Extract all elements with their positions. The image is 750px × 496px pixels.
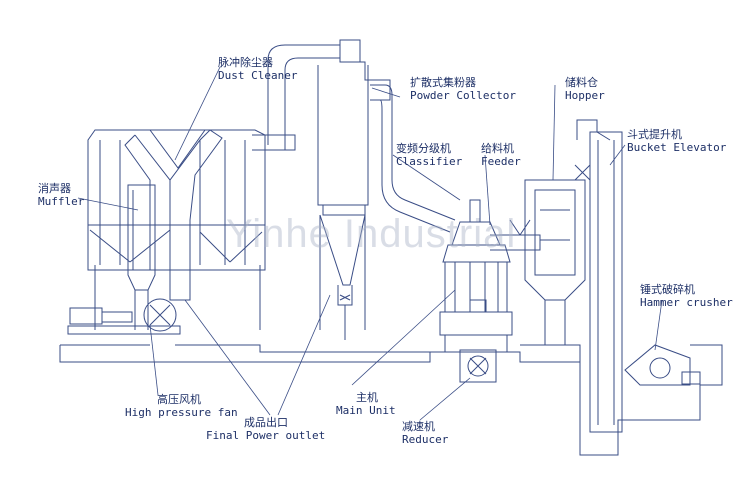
label-en: Reducer — [402, 433, 449, 446]
label-en: Powder Collector — [410, 89, 516, 102]
hammer-crusher — [624, 344, 701, 386]
label-bucket-elevator: 斗式提升机 Bucket Elevator — [627, 128, 726, 154]
muffler — [127, 184, 156, 330]
label-zh: 扩散式集粉器 — [410, 76, 476, 89]
label-high-pressure-fan: 高压风机 High pressure fan — [125, 393, 238, 419]
leader-lines — [77, 66, 663, 421]
label-en: Muffler — [38, 195, 85, 208]
label-zh: 减速机 — [402, 420, 435, 433]
label-hammer-crusher: 锤式破碎机 Hammer crusher — [640, 283, 733, 309]
label-en: Bucket Elevator — [627, 141, 727, 154]
label-main-unit: 主机 Main Unit — [336, 391, 396, 417]
label-en: Feeder — [481, 155, 521, 168]
label-zh: 斗式提升机 — [627, 128, 682, 141]
label-feeder: 给料机 Feeder — [481, 142, 521, 168]
label-en: Main Unit — [336, 404, 396, 417]
label-zh: 锤式破碎机 — [640, 283, 695, 296]
label-powder-collector: 扩散式集粉器 Powder Collector — [410, 76, 516, 102]
y-duct — [124, 129, 223, 301]
label-final-power-outlet: 成品出口 Final Power outlet — [206, 416, 325, 442]
label-muffler: 消声器 Muffler — [38, 182, 84, 208]
return-duct — [252, 39, 361, 151]
label-zh: 高压风机 — [157, 393, 201, 406]
label-zh: 脉冲除尘器 — [218, 56, 273, 69]
label-en: Classifier — [396, 155, 463, 168]
label-en: Dust Cleaner — [218, 69, 298, 82]
label-zh: 消声器 — [38, 182, 71, 195]
high-pressure-fan — [67, 298, 181, 335]
label-en: Hopper — [565, 89, 605, 102]
watermark: Yinhe Industrial — [226, 212, 517, 256]
label-reducer: 减速机 Reducer — [402, 420, 448, 446]
main-unit — [439, 199, 513, 352]
label-zh: 给料机 — [481, 142, 514, 155]
label-en: Final Power outlet — [206, 429, 326, 442]
label-dust-cleaner: 脉冲除尘器 Dust Cleaner — [218, 56, 297, 82]
label-en: High pressure fan — [125, 406, 238, 419]
label-en: Hammer crusher — [640, 296, 733, 309]
powder-collector — [317, 61, 391, 340]
hopper — [524, 179, 586, 345]
label-hopper: 储料仓 Hopper — [565, 76, 605, 102]
label-zh: 储料仓 — [565, 76, 598, 89]
classifier-duct — [370, 84, 456, 233]
reducer — [459, 349, 497, 383]
label-zh: 变频分级机 — [396, 142, 451, 155]
bucket-elevator — [574, 119, 623, 433]
foundation — [59, 344, 723, 456]
label-classifier: 变频分级机 Classifier — [396, 142, 462, 168]
label-zh: 主机 — [356, 391, 378, 404]
label-zh: 成品出口 — [244, 416, 288, 429]
